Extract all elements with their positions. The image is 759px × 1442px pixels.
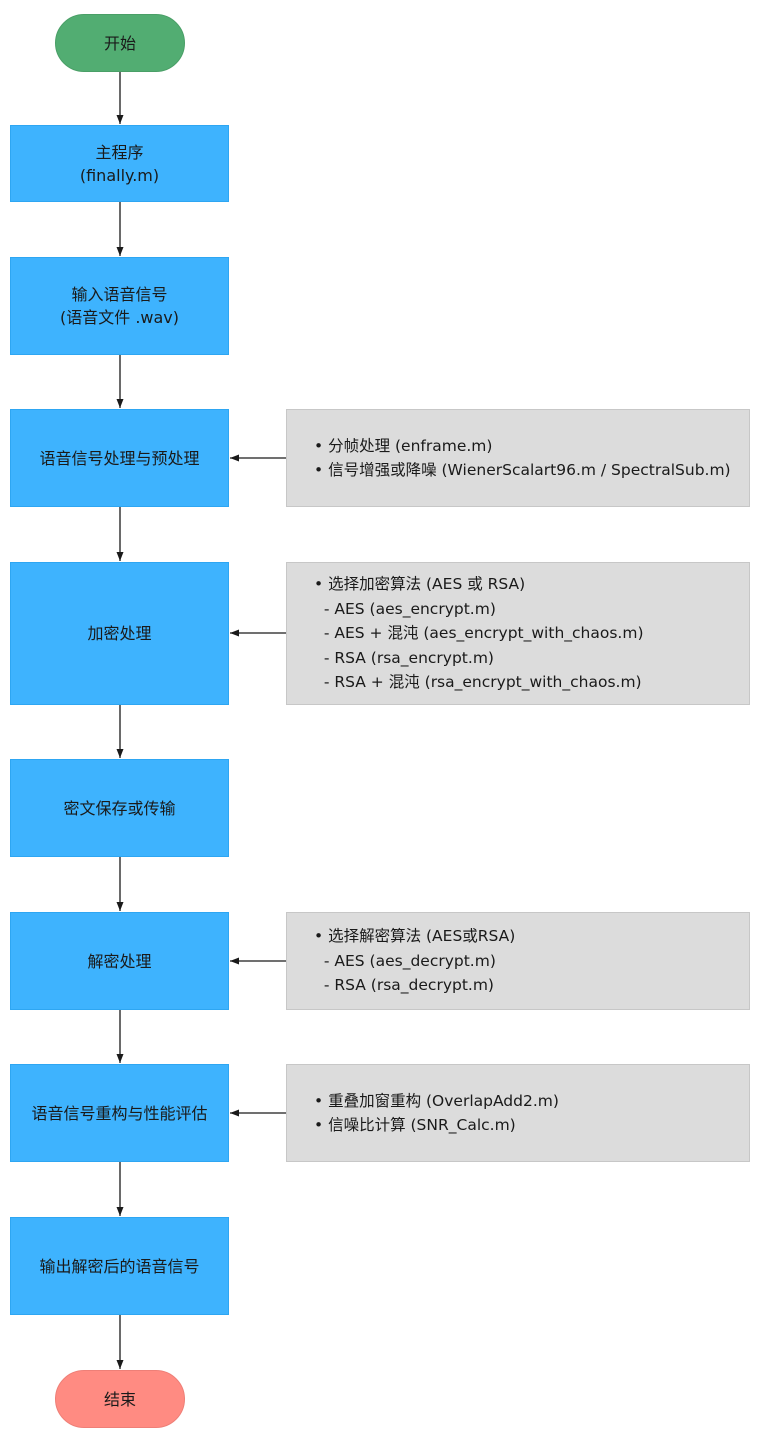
note-preprocess: • 分帧处理 (enframe.m) • 信号增强或降噪 (WienerScal… [286, 409, 750, 507]
start-terminal: 开始 [55, 14, 185, 72]
process-reconstruct: 语音信号重构与性能评估 [10, 1064, 229, 1162]
encrypt-label: 加密处理 [87, 624, 152, 643]
note-line: • 分帧处理 (enframe.m) [314, 436, 493, 455]
process-main-program: 主程序 (finally.m) [10, 125, 229, 202]
output-label: 输出解密后的语音信号 [39, 1256, 200, 1276]
process-output: 输出解密后的语音信号 [10, 1217, 229, 1315]
main-program-label: 主程序 [95, 142, 144, 162]
note-line: - AES + 混沌 (aes_encrypt_with_chaos.m) [314, 624, 644, 643]
note-line: • 选择加密算法 (AES 或 RSA) [314, 575, 526, 594]
main-program-file: (finally.m) [79, 165, 160, 185]
decrypt-label: 解密处理 [87, 951, 152, 971]
note-encrypt: • 选择加密算法 (AES 或 RSA) - AES (aes_encrypt.… [286, 562, 750, 705]
note-line: • 选择解密算法 (AES或RSA) [314, 927, 516, 946]
process-encrypt: 加密处理 [10, 562, 229, 705]
note-line: - AES (aes_encrypt.m) [314, 599, 496, 618]
note-reconstruct: • 重叠加窗重构 (OverlapAdd2.m) • 信噪比计算 (SNR_Ca… [286, 1064, 750, 1162]
note-line: - AES (aes_decrypt.m) [314, 951, 496, 970]
process-preprocess: 语音信号处理与预处理 [10, 409, 229, 507]
note-line: - RSA + 混沌 (rsa_encrypt_with_chaos.m) [314, 673, 642, 692]
reconstruct-label: 语音信号重构与性能评估 [31, 1103, 208, 1123]
input-signal-label: 输入语音信号 [71, 285, 168, 304]
preprocess-label: 语音信号处理与预处理 [39, 448, 200, 468]
note-decrypt: • 选择解密算法 (AES或RSA) - AES (aes_decrypt.m)… [286, 912, 750, 1010]
process-save-transmit: 密文保存或传输 [10, 759, 229, 857]
save-transmit-label: 密文保存或传输 [63, 798, 176, 818]
note-line: - RSA (rsa_decrypt.m) [314, 976, 494, 995]
note-line: • 信号增强或降噪 (WienerScalart96.m / SpectralS… [314, 461, 731, 479]
process-input-signal: 输入语音信号 (语音文件 .wav) [10, 257, 229, 355]
input-signal-file: (语音文件 .wav) [59, 308, 180, 327]
note-line: • 重叠加窗重构 (OverlapAdd2.m) [314, 1091, 559, 1110]
process-decrypt: 解密处理 [10, 912, 229, 1010]
start-label: 开始 [103, 33, 136, 53]
note-line: • 信噪比计算 (SNR_Calc.m) [314, 1116, 516, 1134]
end-label: 结束 [103, 1389, 136, 1409]
note-line: - RSA (rsa_encrypt.m) [314, 648, 494, 667]
end-terminal: 结束 [55, 1370, 185, 1428]
